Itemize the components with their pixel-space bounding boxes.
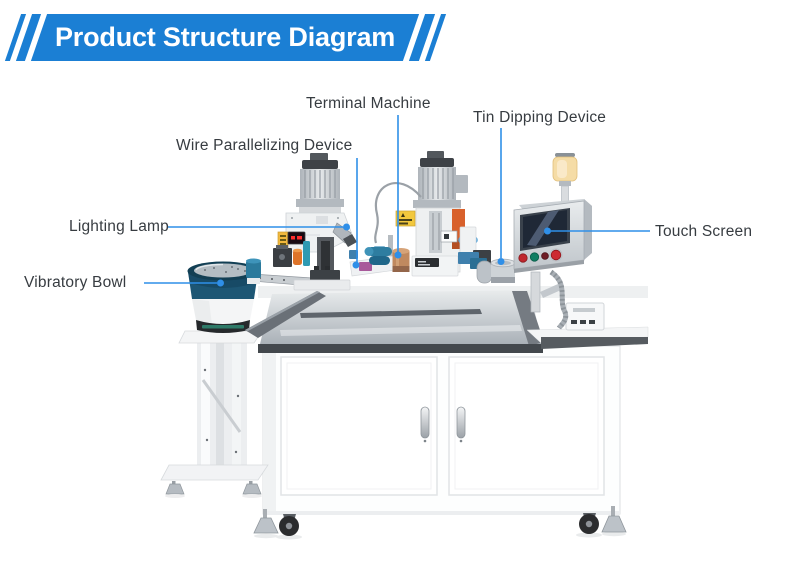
label-wire-parallelizing-device: Wire Parallelizing Device [176,137,353,154]
leader-dot [343,223,350,231]
warning-label [395,210,416,227]
leader-dot [497,258,505,265]
terminal-machine-press [364,151,491,277]
door-handle [420,406,430,439]
signal-lamp [552,153,578,206]
wire-parallelizing-device [273,153,357,291]
tin-dipping-device [476,258,516,284]
label-lighting-lamp: Lighting Lamp [69,218,169,235]
mini-feeder [246,258,261,284]
collection-tray [245,290,649,353]
label-vibratory-bowl: Vibratory Bowl [24,274,127,291]
red-button [518,253,528,263]
callout-leader-lines [144,115,650,287]
vibratory-bowl [187,261,313,333]
bowl-stand [160,330,269,498]
machine-cabinet [262,345,621,515]
label-tin-dipping-device: Tin Dipping Device [473,109,607,126]
door-handle [456,406,466,439]
leader-dot [544,227,551,235]
label-terminal-machine: Terminal Machine [306,95,431,112]
label-touch-screen: Touch Screen [655,223,753,240]
emergency-stop-button [550,249,562,261]
leader-dot [394,251,402,259]
green-button [529,252,540,262]
casters-and-feet [253,506,627,540]
dark-red-button [541,252,549,260]
side-console [565,302,605,331]
leader-dot [217,279,224,287]
counter-display [287,231,306,245]
leader-dot [352,261,360,269]
